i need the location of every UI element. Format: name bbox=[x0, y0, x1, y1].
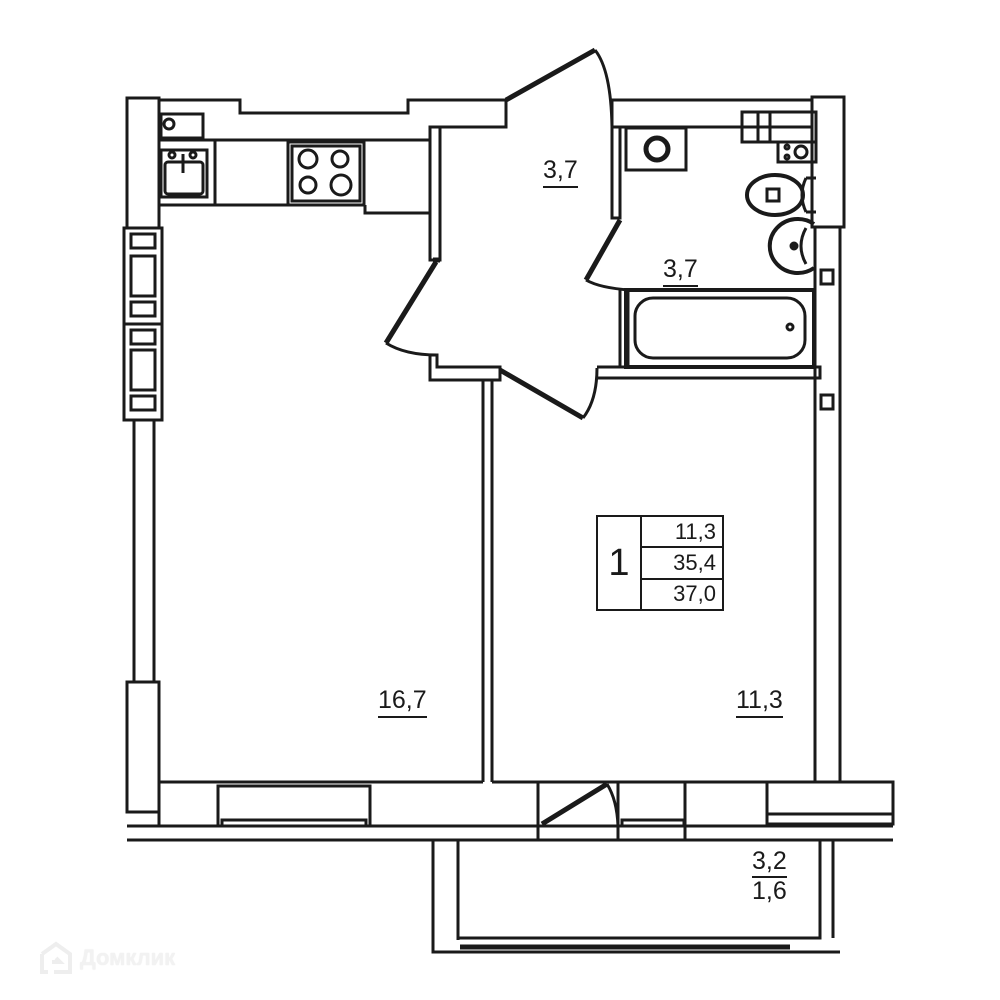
house-logo-icon bbox=[40, 941, 72, 974]
bedroom-area-label: 11,3 bbox=[736, 688, 783, 718]
balcony-door bbox=[540, 781, 620, 827]
balcony-area-label: 3,2 1,6 bbox=[752, 848, 787, 905]
bathroom-top-fixtures bbox=[740, 110, 818, 164]
kitchen-area-label: 16,7 bbox=[378, 688, 427, 718]
top-wall-kitchen bbox=[159, 98, 500, 142]
hallway-walls bbox=[428, 47, 814, 263]
bathroom-area-label: 3,7 bbox=[663, 257, 698, 287]
balcony-area: 3,2 bbox=[752, 848, 787, 879]
bathtub-icon bbox=[624, 288, 816, 369]
right-wall bbox=[810, 95, 846, 782]
area-stack: 11,3 35,4 37,0 bbox=[642, 517, 722, 609]
interior-partition bbox=[481, 380, 494, 782]
bottom-wall bbox=[127, 780, 895, 840]
stove-icon bbox=[286, 140, 366, 207]
watermark-text: Домклик bbox=[80, 945, 176, 970]
hall-area-label: 3,7 bbox=[543, 158, 578, 188]
left-wall bbox=[125, 96, 161, 814]
total-area-value: 37,0 bbox=[642, 577, 722, 609]
total-living-area-value: 35,4 bbox=[642, 546, 722, 577]
bathroom-door bbox=[583, 218, 631, 369]
toilet-icon bbox=[745, 173, 816, 217]
hall-door-bottom bbox=[498, 365, 822, 421]
balcony bbox=[127, 838, 893, 954]
left-window-lower bbox=[122, 322, 164, 422]
balcony-reduced-area: 1,6 bbox=[752, 877, 787, 906]
sink-icon bbox=[767, 217, 816, 275]
living-area-value: 11,3 bbox=[674, 518, 716, 544]
left-window-upper bbox=[122, 226, 164, 326]
hall-door-left bbox=[383, 260, 502, 382]
rooms-count: 1 bbox=[598, 517, 642, 609]
apartment-summary-box: 1 11,3 35,4 37,0 bbox=[596, 515, 724, 611]
watermark: Домклик bbox=[38, 940, 175, 976]
washing-machine-icon bbox=[624, 126, 688, 172]
